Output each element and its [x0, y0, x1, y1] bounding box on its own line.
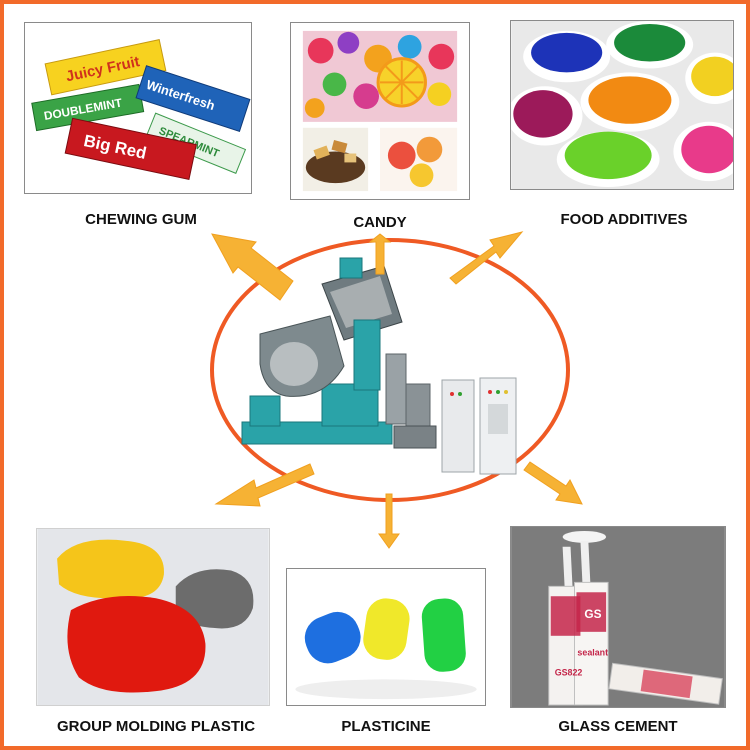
arrow-to-chewing-gum [211, 233, 294, 301]
tube-word-text: sealant [577, 648, 608, 658]
plasticine-photo [286, 568, 486, 706]
kneader-machine [241, 257, 517, 475]
candy-image [291, 23, 469, 199]
arrow-to-group-molding-plastic [214, 463, 315, 507]
chewing-gum-photo: Juicy Fruit DOUBLEMINT Winterfresh SPEAR… [24, 22, 252, 194]
chewing-gum-image: Juicy Fruit DOUBLEMINT Winterfresh SPEAR… [25, 23, 251, 193]
group-molding-plastic-label: GROUP MOLDING PLASTIC [56, 718, 256, 735]
center-machine-graphic [210, 238, 570, 502]
tube-model-text: GS822 [555, 667, 583, 677]
candy-photo [290, 22, 470, 200]
food-additives-label: FOOD ADDITIVES [560, 211, 688, 228]
group-molding-plastic-image [37, 529, 269, 705]
plasticine-label: PLASTICINE [341, 718, 431, 735]
glass-cement-photo: GS sealant GS822 [510, 526, 726, 708]
arrow-to-glass-cement [523, 461, 583, 505]
glass-cement-label: GLASS CEMENT [558, 718, 678, 735]
arrow-to-food-additives [449, 231, 524, 285]
radial-arrows [211, 231, 583, 549]
candy-label: CANDY [353, 214, 407, 231]
tube-brand-text: GS [584, 607, 601, 621]
plasticine-image [287, 569, 485, 705]
food-additives-photo [510, 20, 734, 190]
group-molding-plastic-photo [36, 528, 270, 706]
glass-cement-image: GS sealant GS822 [511, 527, 725, 707]
food-additives-image [511, 21, 733, 189]
chewing-gum-label: CHEWING GUM [85, 211, 197, 228]
arrow-to-candy [368, 233, 392, 275]
arrow-to-plasticine [378, 493, 400, 549]
